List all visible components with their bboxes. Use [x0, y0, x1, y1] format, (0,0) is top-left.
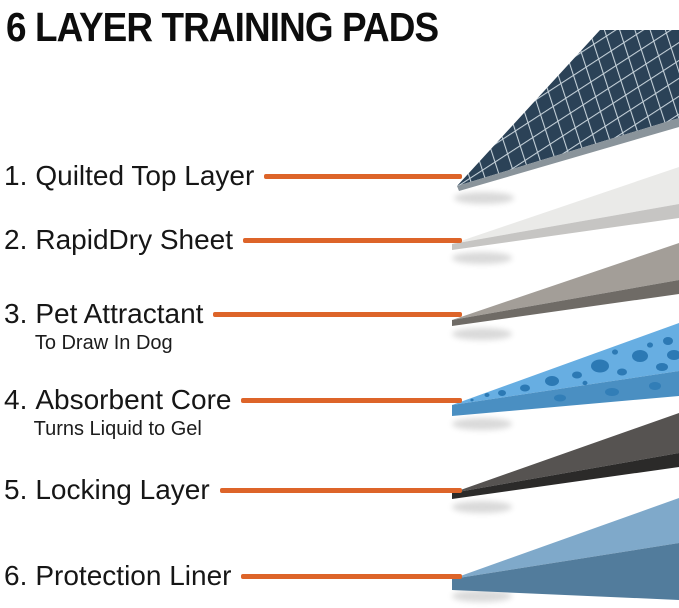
- layer-5-number: 5.: [4, 474, 28, 505]
- layer-4-sublabel: Turns Liquid to Gel: [33, 418, 202, 441]
- layer-2-name: RapidDry Sheet: [35, 224, 234, 255]
- layer-6-protection-liner: [452, 498, 679, 600]
- layer-label-row-3: 3.Pet Attractant To Draw In Dog: [4, 298, 462, 355]
- layer-5-top-face: [452, 413, 679, 493]
- layer-3-front-edge: [452, 280, 679, 326]
- layer-6-top-face: [452, 498, 679, 579]
- layer-2-label: 2.RapidDry Sheet: [4, 224, 233, 256]
- pointer-line-5: [219, 488, 462, 493]
- layer-1-mesh-surface: [457, 30, 679, 186]
- layer-3-pet-attractant: [452, 243, 679, 326]
- layer-1-front-edge: [457, 118, 679, 191]
- page-title: 6 LAYER TRAINING PADS: [6, 4, 439, 50]
- layer-4-label: 4.Absorbent Core: [4, 384, 231, 416]
- layer-4-number: 4.: [4, 384, 28, 415]
- layer-5-front-edge: [452, 453, 679, 499]
- layer-6-front-edge: [452, 543, 679, 600]
- layer-5-label: 5.Locking Layer: [4, 474, 210, 506]
- layer-3-sublabel: To Draw In Dog: [34, 332, 173, 355]
- absorbent-core-bubbles: [470, 337, 679, 402]
- tip-shadows: [452, 192, 514, 602]
- layer-6-label: 6.Protection Liner: [4, 560, 231, 592]
- pointer-line-6: [241, 574, 462, 579]
- layer-label-row-5: 5.Locking Layer: [4, 474, 462, 506]
- layer-5-locking: [452, 413, 679, 499]
- layer-2-rapiddry: [452, 167, 679, 250]
- layer-3-label: 3.Pet Attractant: [4, 298, 203, 330]
- pointer-line-1: [264, 174, 462, 179]
- layer-3-number: 3.: [4, 298, 28, 329]
- layer-label-row-4: 4.Absorbent Core Turns Liquid to Gel: [4, 384, 462, 441]
- layer-6-name: Protection Liner: [35, 560, 232, 591]
- layer-4-top-face: [452, 323, 679, 405]
- layer-6-number: 6.: [4, 560, 28, 591]
- layer-4-front-edge: [452, 371, 679, 416]
- layer-label-row-1: 1.Quilted Top Layer: [4, 160, 462, 192]
- layer-1-name: Quilted Top Layer: [35, 160, 255, 191]
- layer-2-front-edge: [452, 204, 679, 250]
- layer-1-label: 1.Quilted Top Layer: [4, 160, 254, 192]
- layer-2-top-face: [452, 167, 679, 244]
- pointer-line-3: [213, 312, 462, 317]
- layer-label-row-2: 2.RapidDry Sheet: [4, 224, 462, 256]
- layer-4-absorbent-core: [452, 323, 679, 416]
- layer-1-quilted-top: [457, 30, 679, 191]
- layer-5-name: Locking Layer: [35, 474, 210, 505]
- layer-1-number: 1.: [4, 160, 28, 191]
- layer-3-top-face: [452, 243, 679, 320]
- layer-4-name: Absorbent Core: [35, 384, 232, 415]
- layer-3-name: Pet Attractant: [35, 298, 204, 329]
- layer-2-number: 2.: [4, 224, 28, 255]
- layer-label-row-6: 6.Protection Liner: [4, 560, 462, 592]
- pointer-line-4: [241, 398, 462, 403]
- pointer-line-2: [243, 238, 462, 243]
